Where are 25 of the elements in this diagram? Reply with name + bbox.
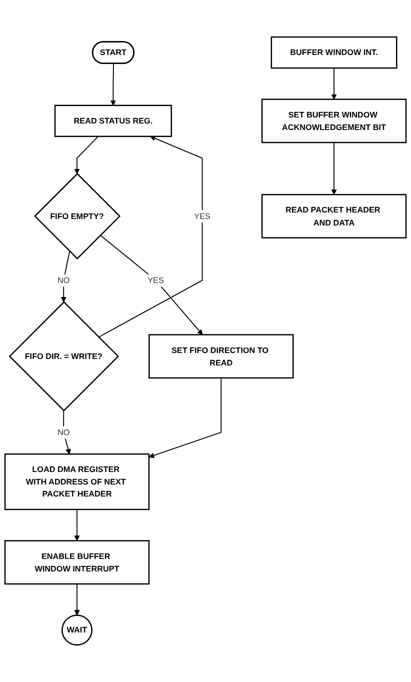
node-circle: WAIT (62, 614, 92, 646)
arrow (331, 68, 337, 100)
arrow (148, 377, 222, 458)
node-box: LOAD DMA REGISTER WITH ADDRESS OF NEXT PACKET HEADER (4, 453, 150, 510)
node-box: READ STATUS REG. (54, 104, 172, 138)
arrow (100, 234, 203, 335)
edge-label: YES (148, 275, 164, 285)
arrow (74, 583, 80, 616)
arrow (110, 63, 116, 106)
arrow (98, 136, 203, 338)
node-diamond: FIFO EMPTY? (34, 172, 121, 260)
arrow (74, 136, 99, 174)
node-box: ENABLE BUFFER WINDOW INTERRUPT (4, 540, 150, 585)
node-box: BUFFER WINDOW INT. (270, 36, 398, 69)
arrow (331, 142, 337, 195)
arrow (60, 250, 70, 302)
node-box: READ PACKET HEADER AND DATA (261, 194, 407, 238)
arrow (74, 508, 80, 541)
edge-label: NO (58, 275, 70, 285)
arrow (63, 410, 71, 454)
edge-label: NO (58, 427, 70, 437)
node-box: SET BUFFER WINDOW ACKNOWLEDGEMENT BIT (261, 98, 407, 144)
node-diamond: FIFO DIR. = WRITE? (8, 301, 120, 412)
edge-label: YES (194, 211, 210, 221)
node-box: SET FIFO DIRECTION TO READ (148, 334, 294, 379)
